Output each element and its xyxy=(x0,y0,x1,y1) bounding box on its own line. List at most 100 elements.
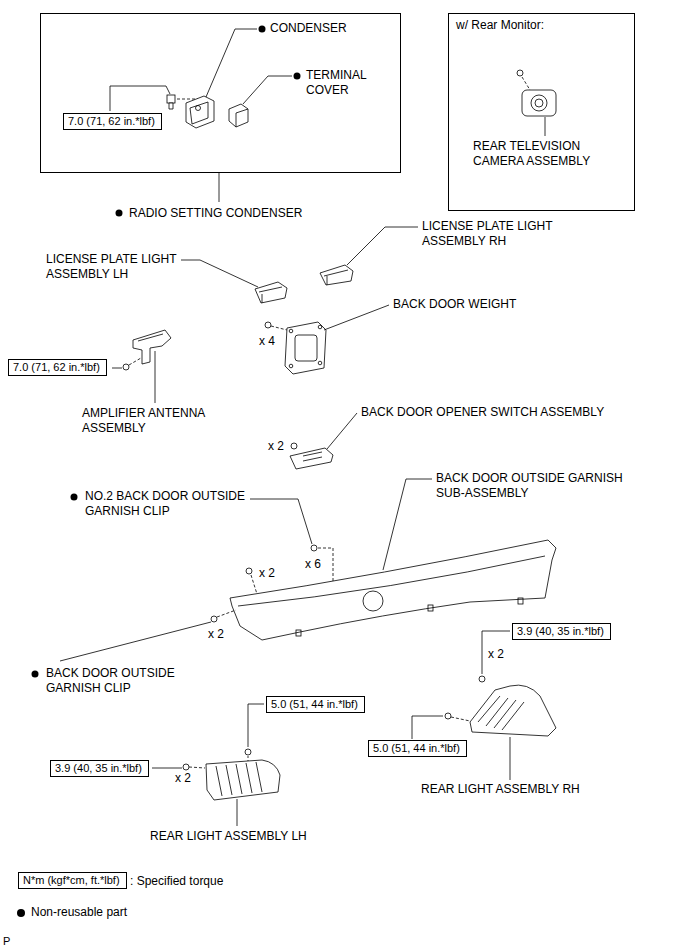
install-line xyxy=(251,575,257,594)
screw xyxy=(123,364,129,370)
part-name: BACK DOOR OUTSIDE GARNISH CLIP xyxy=(46,666,186,696)
legend-swatch xyxy=(17,909,25,917)
quantity-mark: x 2 xyxy=(268,439,284,454)
rear-light xyxy=(206,760,280,800)
torque-box: 7.0 (71, 62 in.*lbf) xyxy=(63,113,162,130)
screw xyxy=(517,70,523,76)
install-line xyxy=(129,358,141,365)
garnish-clip xyxy=(518,598,523,604)
part-name: REAR LIGHT ASSEMBLY LH xyxy=(150,829,307,844)
leader-line xyxy=(248,704,264,747)
part-name: NO.2 BACK DOOR OUTSIDE GARNISH CLIP xyxy=(85,489,255,519)
condenser-bracket xyxy=(186,96,214,128)
license-light xyxy=(255,282,287,303)
license-light-edge xyxy=(259,287,282,303)
install-line xyxy=(271,326,287,330)
part-name: REAR TELEVISION CAMERA ASSEMBLY xyxy=(473,139,605,169)
part-name: BACK DOOR WEIGHT xyxy=(393,297,516,312)
clip xyxy=(311,545,317,551)
leader-line xyxy=(152,768,182,769)
part-name: LICENSE PLATE LIGHT ASSEMBLY RH xyxy=(422,219,568,249)
part-name: AMPLIFIER ANTENNA ASSEMBLY xyxy=(82,406,218,436)
legend-sample-text: N*m (kgf*cm, ft.*lbf) xyxy=(23,874,120,887)
leader-line xyxy=(383,479,432,570)
leader-line xyxy=(324,305,389,330)
part-name: CONDENSER xyxy=(270,21,347,36)
leader-line xyxy=(206,29,257,97)
quantity-mark: x 2 xyxy=(208,627,224,642)
non-reusable-mark xyxy=(116,210,123,217)
torque-box: 3.9 (40, 35 in.*lbf) xyxy=(50,760,149,777)
bolt-hole xyxy=(289,329,293,333)
leader-line xyxy=(482,631,510,674)
leader-line xyxy=(112,368,122,369)
garnish-clip xyxy=(296,630,301,636)
torque-value: 7.0 (71, 62 in.*lbf) xyxy=(13,361,100,374)
license-light xyxy=(320,265,353,285)
leader-line xyxy=(545,117,546,136)
condenser-body xyxy=(190,102,208,124)
torque-box: 5.0 (51, 44 in.*lbf) xyxy=(368,740,467,757)
rear-light xyxy=(470,685,556,736)
screw xyxy=(291,443,297,449)
quantity-mark: x 4 xyxy=(259,334,275,349)
part-name: REAR LIGHT ASSEMBLY RH xyxy=(421,782,580,797)
opener-switch xyxy=(290,448,333,469)
bolt-shaft xyxy=(169,103,173,109)
torque-box: 5.0 (51, 44 in.*lbf) xyxy=(266,696,365,713)
install-line xyxy=(248,756,249,761)
terminal-cover-edge xyxy=(236,109,248,127)
part-name: BACK DOOR OUTSIDE GARNISH SUB-ASSEMBLY xyxy=(436,471,636,501)
bolt xyxy=(167,95,175,103)
non-reusable-mark xyxy=(259,26,266,33)
leader-line xyxy=(181,260,258,287)
torque-value: 7.0 (71, 62 in.*lbf) xyxy=(68,115,155,128)
quantity-mark: x 2 xyxy=(259,566,275,581)
assembly-name: RADIO SETTING CONDENSER xyxy=(129,206,302,221)
leader-line xyxy=(412,716,443,739)
non-reusable-mark xyxy=(32,671,39,678)
camera-lens xyxy=(531,95,547,111)
screw xyxy=(245,749,251,755)
switch-button xyxy=(303,452,322,461)
torque-value: 5.0 (51, 44 in.*lbf) xyxy=(373,742,460,755)
screw xyxy=(265,322,271,328)
legend-text: Non-reusable part xyxy=(31,905,127,920)
garnish-emblem-hole xyxy=(363,591,383,611)
leader-line xyxy=(155,351,156,403)
install-line xyxy=(451,717,470,721)
legend-text: : Specified torque xyxy=(130,874,223,889)
garnish-body xyxy=(230,540,556,640)
screw xyxy=(246,568,252,574)
non-reusable-mark xyxy=(71,494,78,501)
part-name: TERMINAL COVER xyxy=(306,68,380,98)
screw xyxy=(479,676,485,682)
bolt-hole xyxy=(196,106,201,111)
leader-line xyxy=(347,227,418,265)
screw xyxy=(183,764,189,770)
garnish-line xyxy=(238,556,545,606)
camera-lens xyxy=(535,99,543,107)
bolt-hole xyxy=(318,361,322,365)
torque-box: 3.9 (40, 35 in.*lbf) xyxy=(512,623,611,640)
torque-value: 3.9 (40, 35 in.*lbf) xyxy=(517,625,604,638)
part-name: BACK DOOR OPENER SWITCH ASSEMBLY xyxy=(361,405,604,420)
torque-box: 7.0 (71, 62 in.*lbf) xyxy=(8,359,107,376)
legend-sample-box: N*m (kgf*cm, ft.*lbf) xyxy=(18,872,127,889)
leader-line xyxy=(110,86,170,111)
install-line xyxy=(189,767,205,768)
page-mark: P xyxy=(3,934,10,949)
torque-value: 5.0 (51, 44 in.*lbf) xyxy=(271,698,358,711)
license-light-edge xyxy=(324,270,348,285)
rear-light-hatch xyxy=(478,696,524,730)
antenna-edge xyxy=(138,334,163,341)
camera-body xyxy=(522,90,556,116)
non-reusable-mark xyxy=(294,73,301,80)
leader-line xyxy=(243,76,292,104)
torque-value: 3.9 (40, 35 in.*lbf) xyxy=(55,762,142,775)
install-line xyxy=(522,77,530,90)
weight-plate xyxy=(285,322,326,374)
leader-line xyxy=(327,413,357,449)
garnish-clip xyxy=(428,605,433,611)
